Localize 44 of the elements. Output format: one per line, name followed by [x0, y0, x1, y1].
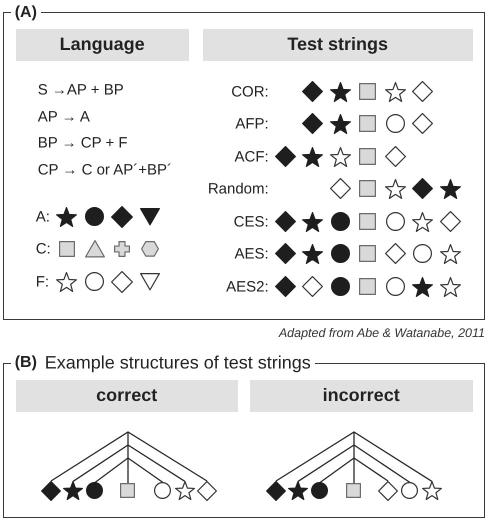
grammar-rule: AP → A	[38, 108, 90, 126]
outline-circle-icon	[401, 482, 418, 500]
filled-star-icon	[62, 481, 83, 500]
panel-label: (B)	[10, 354, 41, 372]
branch-line	[94, 457, 164, 484]
source-credit: Adapted from Abe & Watanabe, 2011	[278, 326, 485, 340]
outline-star-icon	[174, 481, 195, 500]
outline-diamond-icon	[378, 480, 398, 501]
grammar-rule: BP → CP + F	[38, 134, 128, 152]
filled-diamond-icon	[266, 480, 286, 501]
category-label: A:	[36, 208, 50, 226]
condition-label: AES:	[234, 245, 269, 262]
outline-circle-icon	[154, 482, 172, 500]
section-header: Test strings	[202, 28, 473, 61]
condition-label: COR:	[231, 83, 269, 100]
branch-line	[50, 431, 208, 482]
section-header: Language	[16, 28, 189, 61]
section-header: correct	[16, 380, 238, 412]
panel-title: Example structures of test strings	[40, 352, 315, 374]
outline-star-icon	[422, 481, 442, 500]
filled-star-icon	[288, 481, 308, 500]
condition-label: AFP:	[235, 115, 269, 132]
section-header: incorrect	[250, 380, 473, 412]
shaded-square-icon	[346, 483, 362, 498]
outline-diamond-icon	[196, 480, 217, 501]
branch-line	[353, 432, 355, 484]
branch-line	[320, 457, 388, 484]
grammar-rule: CP → C or AP´+BP´	[38, 161, 172, 178]
shaded-square-icon	[120, 483, 136, 498]
panel-label: (A)	[10, 4, 41, 22]
condition-label: CES:	[234, 213, 269, 230]
category-label: F:	[36, 273, 50, 290]
branch-line	[298, 444, 410, 484]
branch-line	[276, 431, 432, 482]
grammar-rule: S →AP + BP	[38, 81, 124, 98]
filled-circle-icon	[86, 482, 104, 500]
condition-label: ACF:	[234, 148, 269, 166]
branch-line	[72, 444, 186, 482]
condition-label: Random:	[208, 180, 269, 198]
category-label: C:	[36, 240, 51, 258]
filled-diamond-icon	[40, 480, 61, 501]
branch-line	[127, 432, 129, 484]
condition-label: AES2:	[226, 278, 269, 296]
filled-circle-icon	[311, 482, 328, 500]
